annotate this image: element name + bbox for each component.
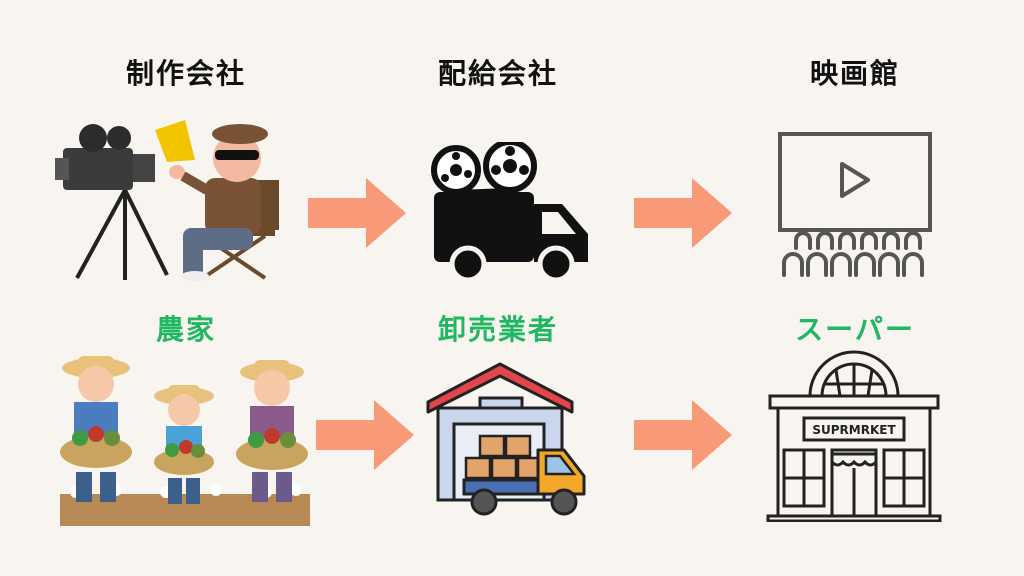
arrow-right-icon bbox=[634, 400, 732, 470]
film-reel-truck-icon bbox=[431, 142, 588, 282]
supermarket-building-icon: SUPRMRKET bbox=[766, 350, 942, 522]
producer-label: 制作会社 bbox=[125, 57, 246, 90]
supermarket-sign: SUPRMRKET bbox=[812, 423, 896, 437]
farmer-label: 農家 bbox=[155, 313, 216, 346]
arrow-right-icon bbox=[308, 178, 406, 248]
farmers-with-vegetables-illustration bbox=[60, 356, 310, 526]
film-director-camera-illustration bbox=[55, 120, 279, 281]
theater-label: 映画館 bbox=[809, 57, 900, 90]
warehouse-delivery-truck-icon bbox=[426, 362, 586, 516]
arrow-right-icon bbox=[316, 400, 414, 470]
distributor-label: 配給会社 bbox=[437, 57, 558, 90]
movie-theater-screen-icon bbox=[778, 132, 932, 277]
wholesaler-label: 卸売業者 bbox=[437, 313, 558, 346]
arrow-right-icon bbox=[634, 178, 732, 248]
supermarket-label: スーパー bbox=[795, 313, 915, 346]
